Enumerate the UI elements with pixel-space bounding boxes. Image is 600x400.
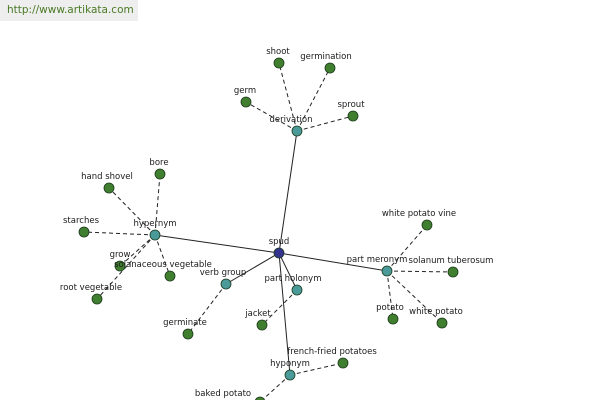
edges-layer [83, 62, 454, 400]
edge-hypernym-grow [119, 234, 156, 267]
nodes-layer [78, 57, 459, 400]
edge-part-meronym-white-potato-vine [386, 224, 428, 272]
node-jacket[interactable] [256, 319, 268, 331]
edge-part-meronym-white-potato [386, 270, 443, 324]
edge-part-meronym-solanum-tuberosum [386, 270, 454, 273]
label-white-potato-vine: white potato vine [382, 209, 456, 219]
label-bore: bore [149, 158, 168, 168]
node-grow[interactable] [114, 260, 126, 272]
edge-spud-part-holonym [278, 252, 298, 291]
node-hypernym[interactable] [149, 229, 161, 241]
edge-hypernym-hand-shovel [108, 187, 156, 236]
node-baked-potato[interactable] [254, 396, 266, 400]
edge-derivation-sprout [296, 115, 354, 132]
edge-hypernym-root-vegetable [96, 234, 156, 300]
node-root-vegetable[interactable] [91, 293, 103, 305]
edge-derivation-germ [245, 101, 298, 132]
url-link[interactable]: http://www.artikata.com [7, 4, 134, 16]
edge-derivation-shoot [278, 62, 298, 132]
node-solanaceous-vegetable[interactable] [164, 270, 176, 282]
label-starches: starches [63, 216, 100, 226]
edge-part-holonym-jacket [261, 289, 298, 326]
label-hand-shovel: hand shovel [81, 172, 133, 182]
node-derivation[interactable] [291, 125, 303, 137]
label-germinate: germinate [163, 318, 207, 328]
node-germinate[interactable] [182, 328, 194, 340]
label-derivation: derivation [269, 115, 312, 125]
node-hyponym[interactable] [284, 369, 296, 381]
url-bar: http://www.artikata.com [0, 0, 138, 21]
node-potato[interactable] [387, 313, 399, 325]
node-sprout[interactable] [347, 110, 359, 122]
edge-hypernym-starches [83, 231, 156, 236]
edge-hyponym-french-fried-potatoes [289, 362, 344, 376]
label-jacket: jacket [244, 309, 271, 319]
label-baked-potato: baked potato [195, 389, 251, 399]
node-shoot[interactable] [273, 57, 285, 69]
label-hyponym: hyponym [270, 359, 310, 369]
label-verb-group: verb group [200, 268, 247, 278]
node-part-meronym[interactable] [381, 265, 393, 277]
edge-spud-hyponym [278, 252, 291, 376]
node-spud[interactable] [273, 247, 285, 259]
edge-spud-hypernym [154, 234, 280, 254]
edge-verb-group-germinate [187, 283, 227, 335]
edge-hypernym-bore [154, 173, 161, 236]
edge-part-meronym-potato [386, 270, 394, 320]
edge-spud-derivation [278, 130, 298, 254]
edge-hypernym-solanaceous-vegetable [154, 234, 171, 277]
label-part-meronym: part meronym [347, 255, 408, 265]
label-sprout: sprout [337, 100, 365, 110]
label-root-vegetable: root vegetable [60, 283, 122, 293]
edge-spud-verb-group [225, 252, 280, 285]
node-french-fried-potatoes[interactable] [337, 357, 349, 369]
labels-layer: shoot germination germ sprout hand shovel bor… [60, 47, 494, 399]
label-part-holonym: part holonym [265, 274, 322, 284]
label-solanum-tuberosum: solanum tuberosum [409, 256, 494, 266]
node-white-potato[interactable] [436, 317, 448, 329]
node-germ[interactable] [240, 96, 252, 108]
edge-derivation-germination [296, 67, 331, 132]
label-potato: potato [376, 303, 404, 313]
node-verb-group[interactable] [220, 278, 232, 290]
label-white-potato: white potato [409, 307, 463, 317]
label-solanaceous-vegetable: solanaceous vegetable [114, 260, 212, 270]
label-grow: grow [110, 250, 131, 260]
node-solanum-tuberosum[interactable] [447, 266, 459, 278]
label-french-fried-potatoes: french-fried potatoes [287, 347, 377, 357]
label-hypernym: hypernym [133, 219, 176, 229]
label-spud: spud [269, 237, 290, 247]
label-shoot: shoot [266, 47, 290, 57]
node-part-holonym[interactable] [291, 284, 303, 296]
edge-spud-part-meronym [278, 252, 388, 272]
node-germination[interactable] [324, 62, 336, 74]
node-hand-shovel[interactable] [103, 182, 115, 194]
node-starches[interactable] [78, 226, 90, 238]
label-germination: germination [300, 52, 352, 62]
node-bore[interactable] [154, 168, 166, 180]
label-germ: germ [234, 86, 256, 96]
edge-hyponym-baked-potato [261, 374, 291, 400]
node-white-potato-vine[interactable] [421, 219, 433, 231]
